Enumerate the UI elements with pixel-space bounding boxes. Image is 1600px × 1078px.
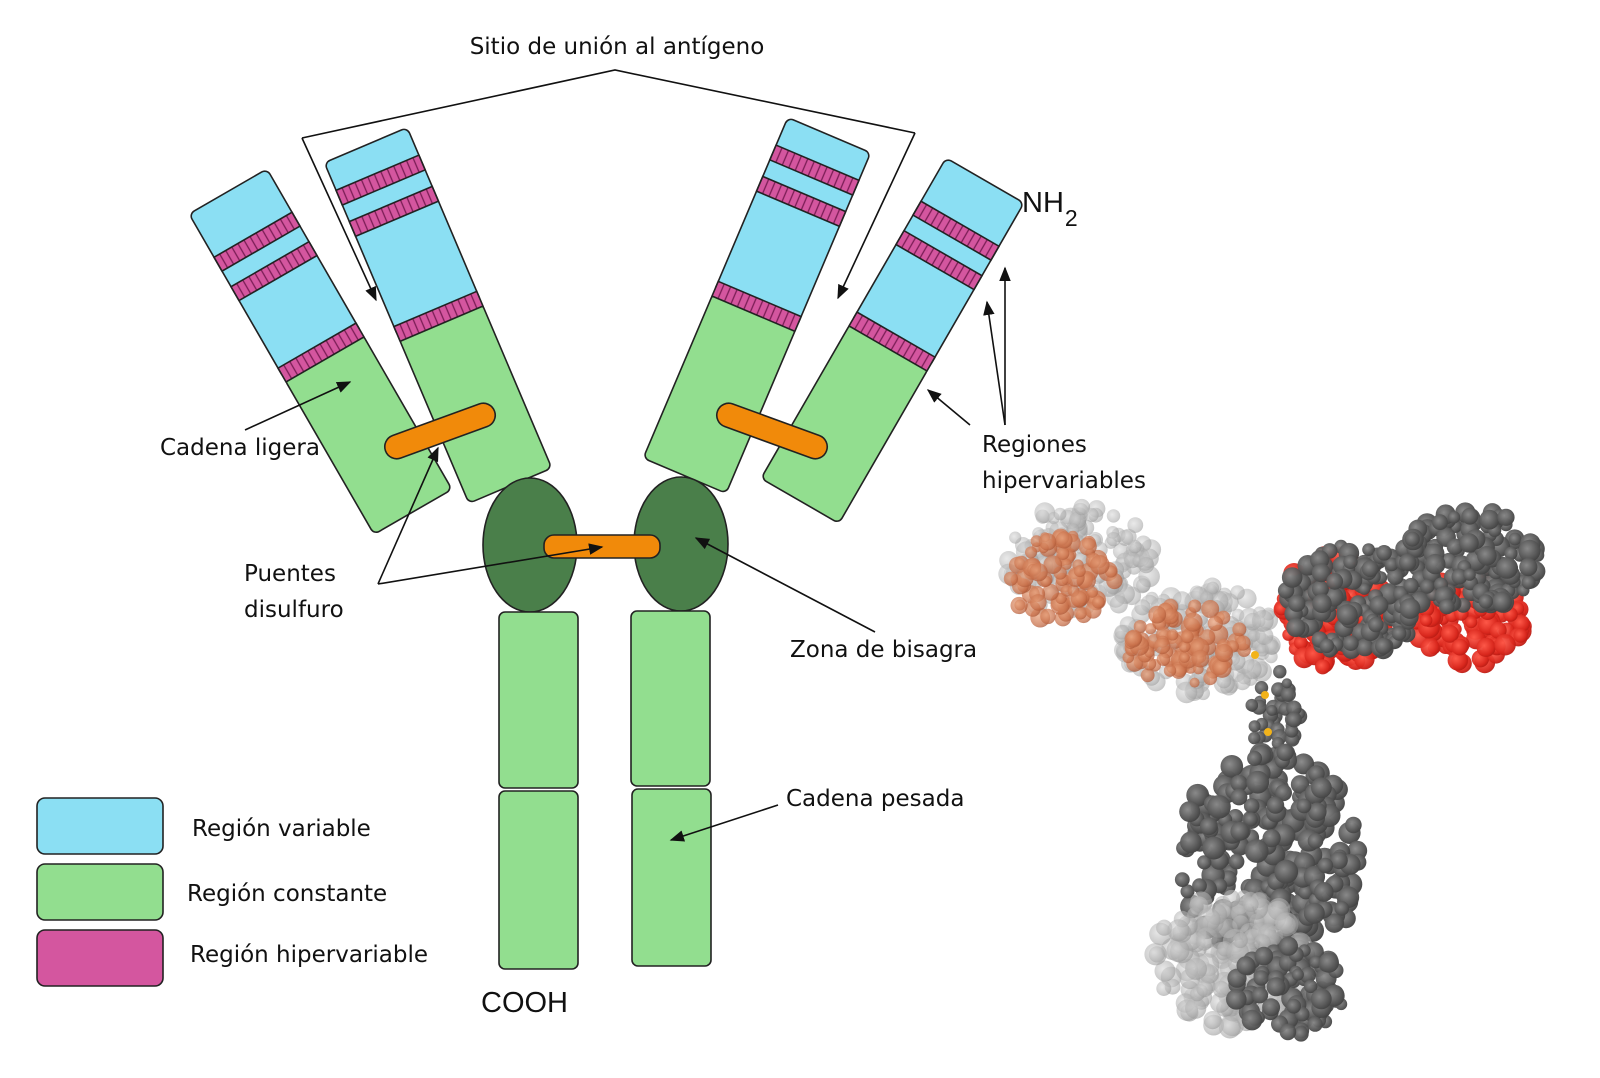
left-light-chain [190, 170, 451, 533]
disulfide-label-line1: Puentes [244, 561, 336, 587]
3d-antibody-structure-render [998, 498, 1546, 1042]
hinge-arrow [694, 537, 876, 633]
fc-left-lower-domain [498, 790, 579, 970]
legend-item-hypervariable: Región hipervariable [36, 929, 428, 987]
legend: Región variable Región constante Región … [36, 797, 428, 987]
right-heavy-hypervariable-band-1 [768, 144, 860, 197]
legend-swatch-hypervariable [36, 929, 164, 987]
light-chain-arrow [244, 381, 352, 431]
left-heavy-hypervariable-band-1 [335, 154, 427, 207]
right-heavy-hypervariable-band-3 [710, 280, 803, 333]
fc-left-upper-domain [498, 611, 579, 789]
right-light-hypervariable-band-3 [847, 311, 937, 373]
left-heavy-hypervariable-band-3 [392, 290, 485, 343]
left-heavy-chain-fab [325, 128, 551, 503]
light-chain-label: Cadena ligera [160, 435, 320, 461]
right-light-chain [762, 159, 1023, 522]
antigen-site-bracket [301, 69, 916, 302]
left-heavy-hypervariable-band-2 [348, 185, 440, 238]
legend-item-constant: Región constante [36, 863, 387, 921]
right-light-hypervariable-band-1 [911, 200, 1001, 262]
legend-label-constant: Región constante [187, 881, 387, 907]
fc-right-upper-domain [630, 610, 711, 787]
left-arm-disulfide-bridge [383, 402, 497, 460]
nh2-label: NH2 [1022, 187, 1078, 231]
heavy-chain-arrow [669, 804, 779, 842]
legend-swatch-variable [36, 797, 164, 855]
right-heavy-chain-fab [644, 118, 870, 493]
left-light-hypervariable-band-3 [276, 322, 366, 384]
left-light-hypervariable-band-1 [212, 211, 302, 273]
legend-label-variable: Región variable [192, 816, 371, 842]
hinge-disulfide-bridge [543, 534, 661, 559]
heavy-chain-label: Cadena pesada [786, 786, 964, 812]
legend-label-hypervariable: Región hipervariable [190, 942, 428, 968]
disulfide-arrows [377, 446, 604, 585]
legend-item-variable: Región variable [36, 797, 371, 855]
right-light-hypervariable-band-2 [894, 229, 984, 291]
disulfide-label-line2: disulfuro [244, 597, 344, 623]
hinge-label: Zona de bisagra [790, 637, 977, 663]
cooh-label: COOH [481, 987, 568, 1019]
hypervariable-regions-label-line2: hipervariables [982, 468, 1146, 494]
hypervariable-regions-arrows [926, 266, 1011, 426]
antigen-site-label: Sitio de unión al antígeno [470, 34, 765, 60]
right-heavy-hypervariable-band-2 [755, 175, 847, 228]
legend-swatch-constant [36, 863, 164, 921]
hypervariable-regions-label-line1: Regiones [982, 432, 1087, 458]
left-light-hypervariable-band-2 [229, 240, 319, 302]
fc-right-lower-domain [631, 788, 712, 967]
right-arm-disulfide-bridge [715, 402, 829, 460]
